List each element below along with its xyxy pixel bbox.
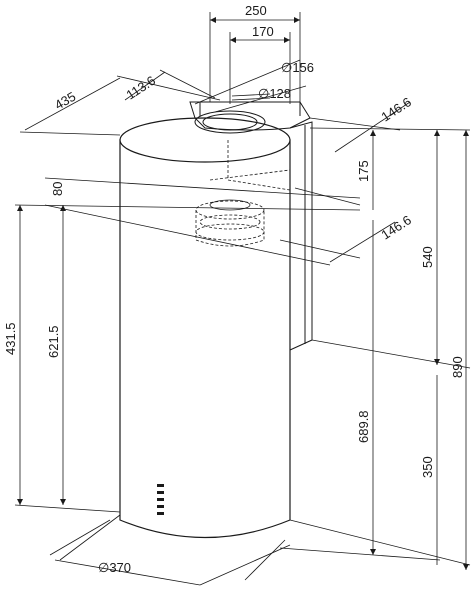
dim-lines-vertical-left <box>14 177 361 513</box>
dim-side-offset-top: 146.6 <box>378 94 413 124</box>
dim-pipe-outer-diameter: ∅156 <box>281 60 314 75</box>
dim-pipe-inner-diameter: ∅128 <box>258 86 291 101</box>
dim-left-height-a: 431.5 <box>3 322 18 355</box>
dim-left-height-b: 621.5 <box>46 325 61 358</box>
dim-front-height: 689.8 <box>356 410 371 443</box>
dim-lines-bottom <box>49 514 291 586</box>
dim-plate-width: 250 <box>245 3 267 18</box>
dim-body-diameter: ∅370 <box>98 560 131 575</box>
cylinder-body <box>119 121 313 539</box>
dim-bottom-section-height: 350 <box>420 456 435 478</box>
control-buttons <box>157 484 164 515</box>
dim-lines-right <box>279 101 411 263</box>
exhaust-spigot <box>195 199 265 247</box>
dim-lines-vertical-right <box>279 127 471 570</box>
dim-upper-offset: 80 <box>50 182 65 196</box>
dim-lines-top <box>194 12 307 113</box>
top-plate <box>119 93 311 163</box>
dim-top-section-height: 175 <box>356 160 371 182</box>
dim-arrows <box>17 17 469 570</box>
dim-lines-depth <box>19 69 221 136</box>
dim-total-height: 890 <box>450 356 465 378</box>
dim-mid-section-height: 540 <box>420 246 435 268</box>
dim-depth: 435 <box>52 89 78 113</box>
dim-side-offset-mid: 146.6 <box>378 212 413 242</box>
dim-plate-inner-width: 170 <box>252 24 274 39</box>
dim-offset-front: 113.6 <box>123 73 158 103</box>
